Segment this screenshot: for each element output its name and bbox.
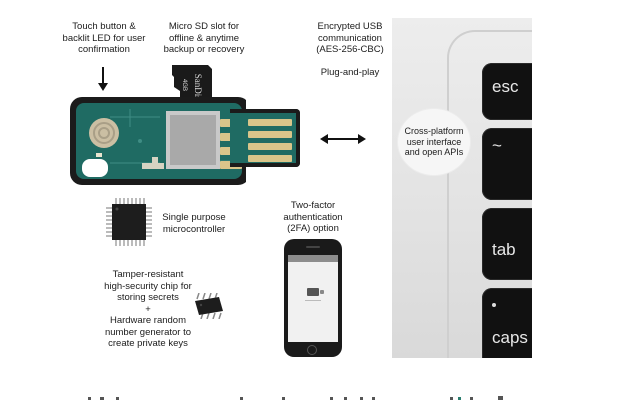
laptop-edge: [447, 30, 532, 358]
phone-home-button: [307, 345, 317, 355]
touch-button-label: Touch button & backlit LED for user conf…: [54, 21, 154, 56]
usb-line-3: (AES-256-CBC): [316, 44, 384, 55]
usb-contact: [248, 131, 292, 138]
cross-platform-line-1: Cross-platform: [404, 126, 464, 137]
tamper-chip-label: Tamper-resistant high-security chip for …: [92, 269, 204, 350]
touch-button-line-2: backlit LED for user: [62, 32, 146, 44]
microcontroller-line-1: Single purpose: [162, 212, 226, 223]
cross-platform-label: Cross-platform user interface and open A…: [404, 126, 463, 158]
double-arrow-icon: [320, 134, 366, 144]
key-tilde-label: ~: [492, 136, 502, 155]
touch-button-line-1: Touch button &: [72, 21, 136, 32]
microcontroller-line-2: microcontroller: [162, 223, 226, 235]
microcontroller-label: Single purpose microcontroller: [152, 212, 236, 235]
micro-sd-line-1: Micro SD slot for: [168, 21, 240, 32]
phone-app-header: [288, 255, 338, 262]
phone-screen: [288, 255, 338, 342]
cropped-text-strip: [88, 396, 503, 400]
usb-contact: [248, 119, 292, 126]
led: [96, 153, 102, 157]
usb-line-2: communication: [318, 32, 382, 44]
phone-device-icon: [307, 288, 319, 296]
key-caps: caps l: [482, 288, 532, 358]
micro-sd-line-3: backup or recovery: [163, 44, 245, 55]
key-tilde: ~: [482, 128, 532, 200]
usb-line-1: Encrypted USB: [317, 21, 383, 32]
phone-device-icon-dot: [320, 290, 324, 294]
tamper-line-2: high-security chip for: [104, 280, 192, 292]
usb-tab: [230, 109, 300, 167]
smartphone-icon: [284, 239, 342, 357]
tamper-line-6: create private keys: [108, 338, 188, 349]
phone-speaker: [306, 246, 320, 248]
key-esc: esc: [482, 63, 532, 120]
arrow-down-icon: [98, 67, 108, 91]
tamper-line-3: storing secrets: [117, 292, 179, 303]
caps-led-dot: [492, 303, 496, 307]
usb-contact: [248, 143, 292, 150]
key-esc-label: esc: [492, 77, 519, 96]
key-tab: tab: [482, 208, 532, 280]
two-factor-line-2: authentication: [283, 211, 343, 223]
tamper-plus: +: [145, 303, 151, 315]
cross-platform-line-3: and open APIs: [404, 147, 464, 158]
lanyard-hole: [82, 159, 108, 177]
usb-label: Encrypted USB communication (AES-256-CBC…: [300, 21, 400, 56]
microcontroller-chip-icon: [106, 198, 152, 246]
touch-button-line-3: confirmation: [78, 44, 130, 55]
cross-platform-bubble: Cross-platform user interface and open A…: [398, 109, 470, 175]
tamper-line-5: number generator to: [104, 326, 192, 338]
usb-contact: [248, 155, 292, 162]
key-tab-label: tab: [492, 240, 516, 259]
tamper-line-1: Tamper-resistant: [112, 269, 184, 280]
tamper-line-4: Hardware random: [109, 315, 187, 326]
sd-brand-text: SanDisk: [193, 74, 203, 105]
micro-sd-line-2: offline & anytime: [168, 32, 240, 44]
keyboard-photo: esc ~ tab caps l: [392, 18, 532, 358]
phone-text-line: [305, 300, 321, 301]
micro-sd-label: Micro SD slot for offline & anytime back…: [152, 21, 256, 56]
key-caps-label: caps l: [492, 328, 532, 347]
sd-capacity-text: 4GB: [181, 79, 187, 91]
hardware-wallet-device: [70, 97, 246, 185]
security-chip-icon: [195, 293, 223, 319]
plug-and-play-label: Plug-and-play: [320, 67, 380, 78]
cross-platform-line-2: user interface: [406, 136, 462, 147]
two-factor-line-1: Two-factor: [290, 200, 336, 211]
two-factor-line-3: (2FA) option: [287, 223, 339, 234]
two-factor-label: Two-factor authentication (2FA) option: [263, 200, 363, 235]
